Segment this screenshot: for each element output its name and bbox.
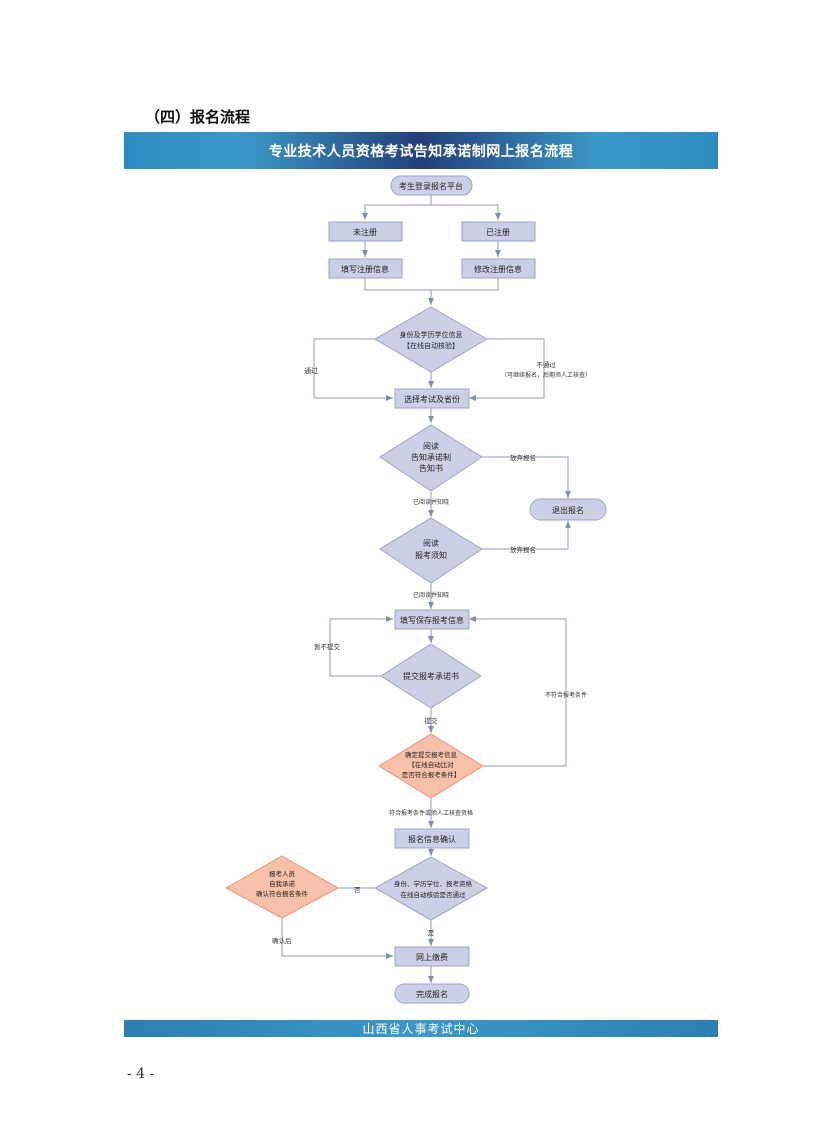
footer-text: 山西省人事考试中心 xyxy=(362,1022,480,1036)
node-registered: 已注册 xyxy=(461,221,536,242)
edge-abandon-1 xyxy=(482,456,571,498)
node-read-notice: 阅读 告知承诺制 告知书 xyxy=(379,424,483,492)
edge-login-registered xyxy=(431,204,501,220)
edge-label-fail-line1: 不通过 xyxy=(536,360,556,369)
flowchart-title: 专业技术人员资格考试告知承诺制网上报名流程 xyxy=(268,143,574,160)
node-login-label: 考生登录报名平台 xyxy=(399,181,463,191)
node-fill-registration: 填写注册信息 xyxy=(328,258,403,279)
edge-fail xyxy=(469,338,545,401)
node-confirm-submit-line3: 是否符合报考条件】 xyxy=(402,770,461,779)
edge-labels: 通过 不通过 （可继续报名，后期须人工核查） 放弃报名 已阅读并知晓 放弃报名 … xyxy=(272,360,591,945)
node-read-notice-line3: 告知书 xyxy=(419,463,443,473)
node-read-instructions-line2: 报考须知 xyxy=(415,550,447,560)
page-number: - 4 - xyxy=(127,1066,155,1082)
node-self-commit: 报考人员 自我承诺 确认符合报名条件 xyxy=(224,855,340,919)
node-identity-check-line1: 身份及学历学位信息 xyxy=(400,330,463,339)
edge-label-no: 否 xyxy=(354,886,361,894)
node-verify-line1: 身份、学历学位、报考资格 xyxy=(394,879,473,888)
node-verify: 身份、学历学位、报考资格 在线自动核验是否通过 xyxy=(373,856,489,921)
node-self-commit-line2: 自我承诺 xyxy=(269,879,296,888)
node-submit-commitment-label: 提交报考承诺书 xyxy=(403,671,459,681)
flowchart-banner: 专业技术人员资格考试告知承诺制网上报名流程 xyxy=(124,132,718,169)
edge-modify-merge xyxy=(431,278,499,291)
node-read-notice-line1: 阅读 xyxy=(423,441,439,451)
node-confirm-submit-line1: 确定提交报考信息 xyxy=(405,750,458,759)
edge-label-pass: 通过 xyxy=(304,366,318,375)
node-exit: 退出报名 xyxy=(529,498,607,521)
edge-label-yes: 是 xyxy=(428,929,435,937)
edge-abandon-2 xyxy=(482,521,571,550)
edge-fill-merge xyxy=(364,278,434,305)
node-registered-label: 已注册 xyxy=(486,227,510,237)
node-complete-label: 完成报名 xyxy=(416,989,448,999)
edge-label-not-qualified: 不符合报考条件 xyxy=(545,691,587,699)
node-payment: 网上缴费 xyxy=(394,946,470,967)
node-fill-registration-label: 填写注册信息 xyxy=(341,264,389,274)
edge-label-fail-line2: （可继续报名，后期须人工核查） xyxy=(501,371,591,379)
edge-label-abandon-2: 放弃报名 xyxy=(510,545,536,554)
edge-not-submit xyxy=(329,616,393,677)
node-complete: 完成报名 xyxy=(394,983,470,1004)
edge-after-confirm xyxy=(281,918,393,959)
node-payment-label: 网上缴费 xyxy=(416,952,448,962)
edge-label-read-known-2: 已阅读并知晓 xyxy=(413,591,449,599)
connectors xyxy=(281,194,571,983)
node-modify-registration-label: 修改注册信息 xyxy=(474,264,522,274)
node-info-confirm-label: 报名信息确认 xyxy=(408,834,456,844)
edge-login-split xyxy=(362,194,432,220)
edge-label-read-known-1: 已阅读并知晓 xyxy=(413,498,449,506)
edge-label-after-confirm: 确认后 xyxy=(272,936,292,945)
node-unregistered-label: 未注册 xyxy=(353,227,377,237)
node-exit-label: 退出报名 xyxy=(552,505,584,515)
node-login: 考生登录报名平台 xyxy=(390,175,473,196)
edge-label-abandon-1: 放弃报名 xyxy=(510,453,536,462)
node-read-instructions-line1: 阅读 xyxy=(423,538,439,548)
node-identity-check: 身份及学历学位信息 【在线自动核验】 xyxy=(374,306,488,373)
edge-not-qualified xyxy=(469,616,567,767)
edge-label-not-submit: 暂不提交 xyxy=(314,642,341,651)
node-save-info-label: 填写保存报考信息 xyxy=(400,615,464,625)
node-self-commit-line1: 报考人员 xyxy=(269,869,296,878)
node-info-confirm: 报名信息确认 xyxy=(394,828,470,849)
node-save-info: 填写保存报考信息 xyxy=(394,609,470,630)
node-read-notice-line2: 告知承诺制 xyxy=(411,452,451,462)
edge-label-submit: 提交 xyxy=(425,716,439,725)
node-confirm-submit: 确定提交报考信息 【在线自动比对 是否符合报考条件】 xyxy=(378,733,484,799)
edge-pass xyxy=(313,338,393,401)
node-submit-commitment: 提交报考承诺书 xyxy=(380,643,482,709)
node-modify-registration: 修改注册信息 xyxy=(461,258,536,279)
node-unregistered: 未注册 xyxy=(328,221,403,242)
node-verify-line2: 在线自动核验是否通过 xyxy=(401,890,467,899)
node-select-exam: 选择考试及省份 xyxy=(394,388,470,409)
node-self-commit-line3: 确认符合报名条件 xyxy=(256,889,309,898)
node-confirm-submit-line2: 【在线自动比对 xyxy=(408,760,454,769)
node-select-exam-label: 选择考试及省份 xyxy=(404,394,460,404)
edge-label-qualified: 符合报考条件或须人工核查资格 xyxy=(389,809,473,817)
section-heading: （四）报名流程 xyxy=(145,108,251,126)
node-identity-check-line2: 【在线自动核验】 xyxy=(403,341,459,350)
node-read-instructions: 阅读 报考须知 xyxy=(379,517,483,584)
footer-banner: 山西省人事考试中心 xyxy=(124,1020,718,1037)
